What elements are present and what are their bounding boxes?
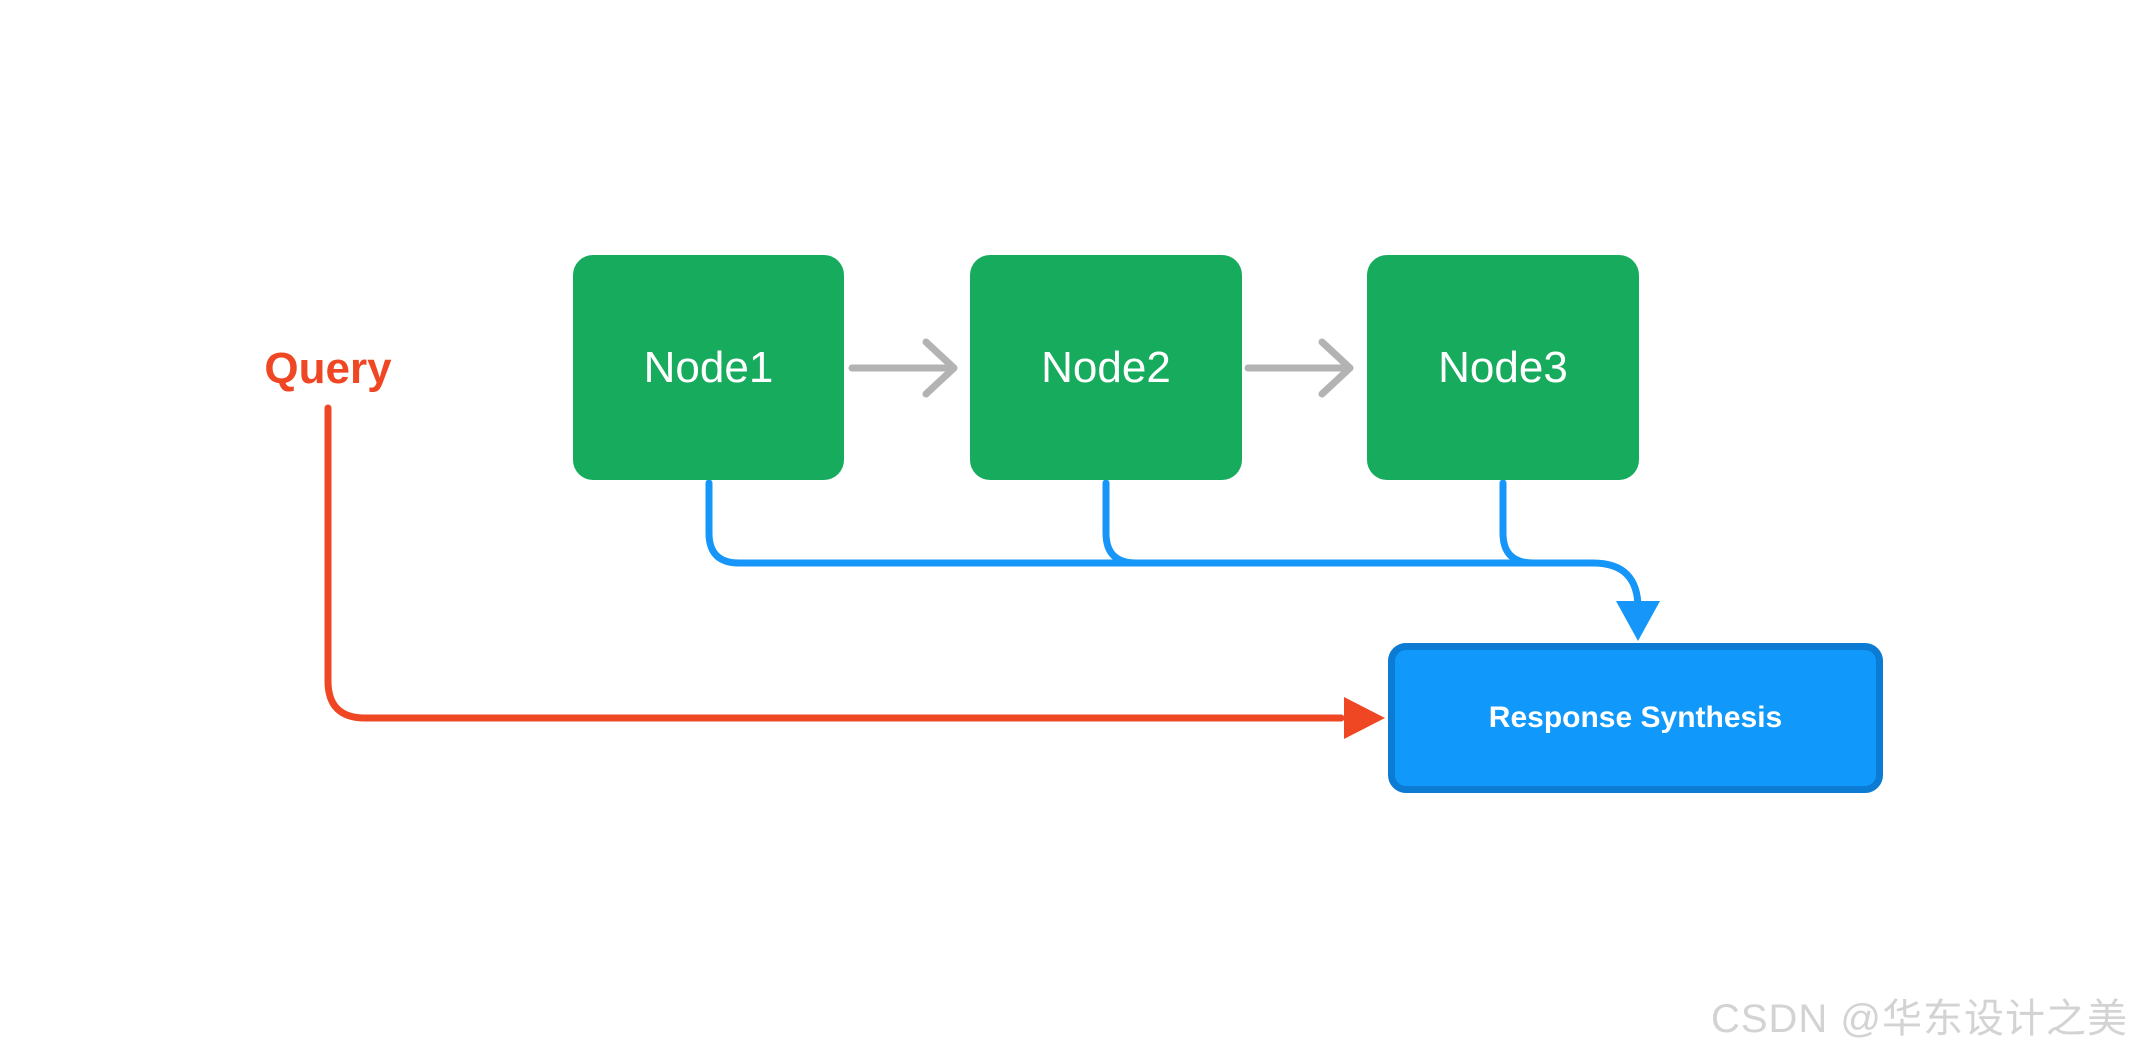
arrow-node2-to-node3 (1244, 338, 1354, 398)
node3-box[interactable]: Node3 (1367, 255, 1639, 480)
response-synthesis-box[interactable]: Response Synthesis (1388, 643, 1883, 793)
node3-drop-line (1499, 479, 1537, 567)
query-arrowhead-icon (1344, 697, 1385, 739)
arrow-node1-to-node2-head (922, 338, 958, 398)
response-synthesis-label: Response Synthesis (1488, 701, 1783, 734)
synthesis-arrowhead-icon (1616, 601, 1660, 641)
nodes-to-synthesis-connector (705, 479, 1642, 612)
arrow-node2-to-node3-head (1318, 338, 1354, 398)
node3-label: Node3 (1438, 342, 1568, 392)
synthesis-bus-line (735, 559, 1642, 612)
arrow-node1-to-node2 (848, 338, 958, 398)
node1-box[interactable]: Node1 (573, 255, 844, 480)
node1-drop-line (705, 479, 743, 567)
node2-drop-line (1102, 479, 1140, 567)
node1-label: Node1 (643, 342, 774, 392)
query-label: Query (264, 344, 392, 393)
node2-box[interactable]: Node2 (970, 255, 1242, 480)
watermark: CSDN @华东设计之美 (1710, 997, 2128, 1041)
node2-label: Node2 (1041, 342, 1171, 392)
